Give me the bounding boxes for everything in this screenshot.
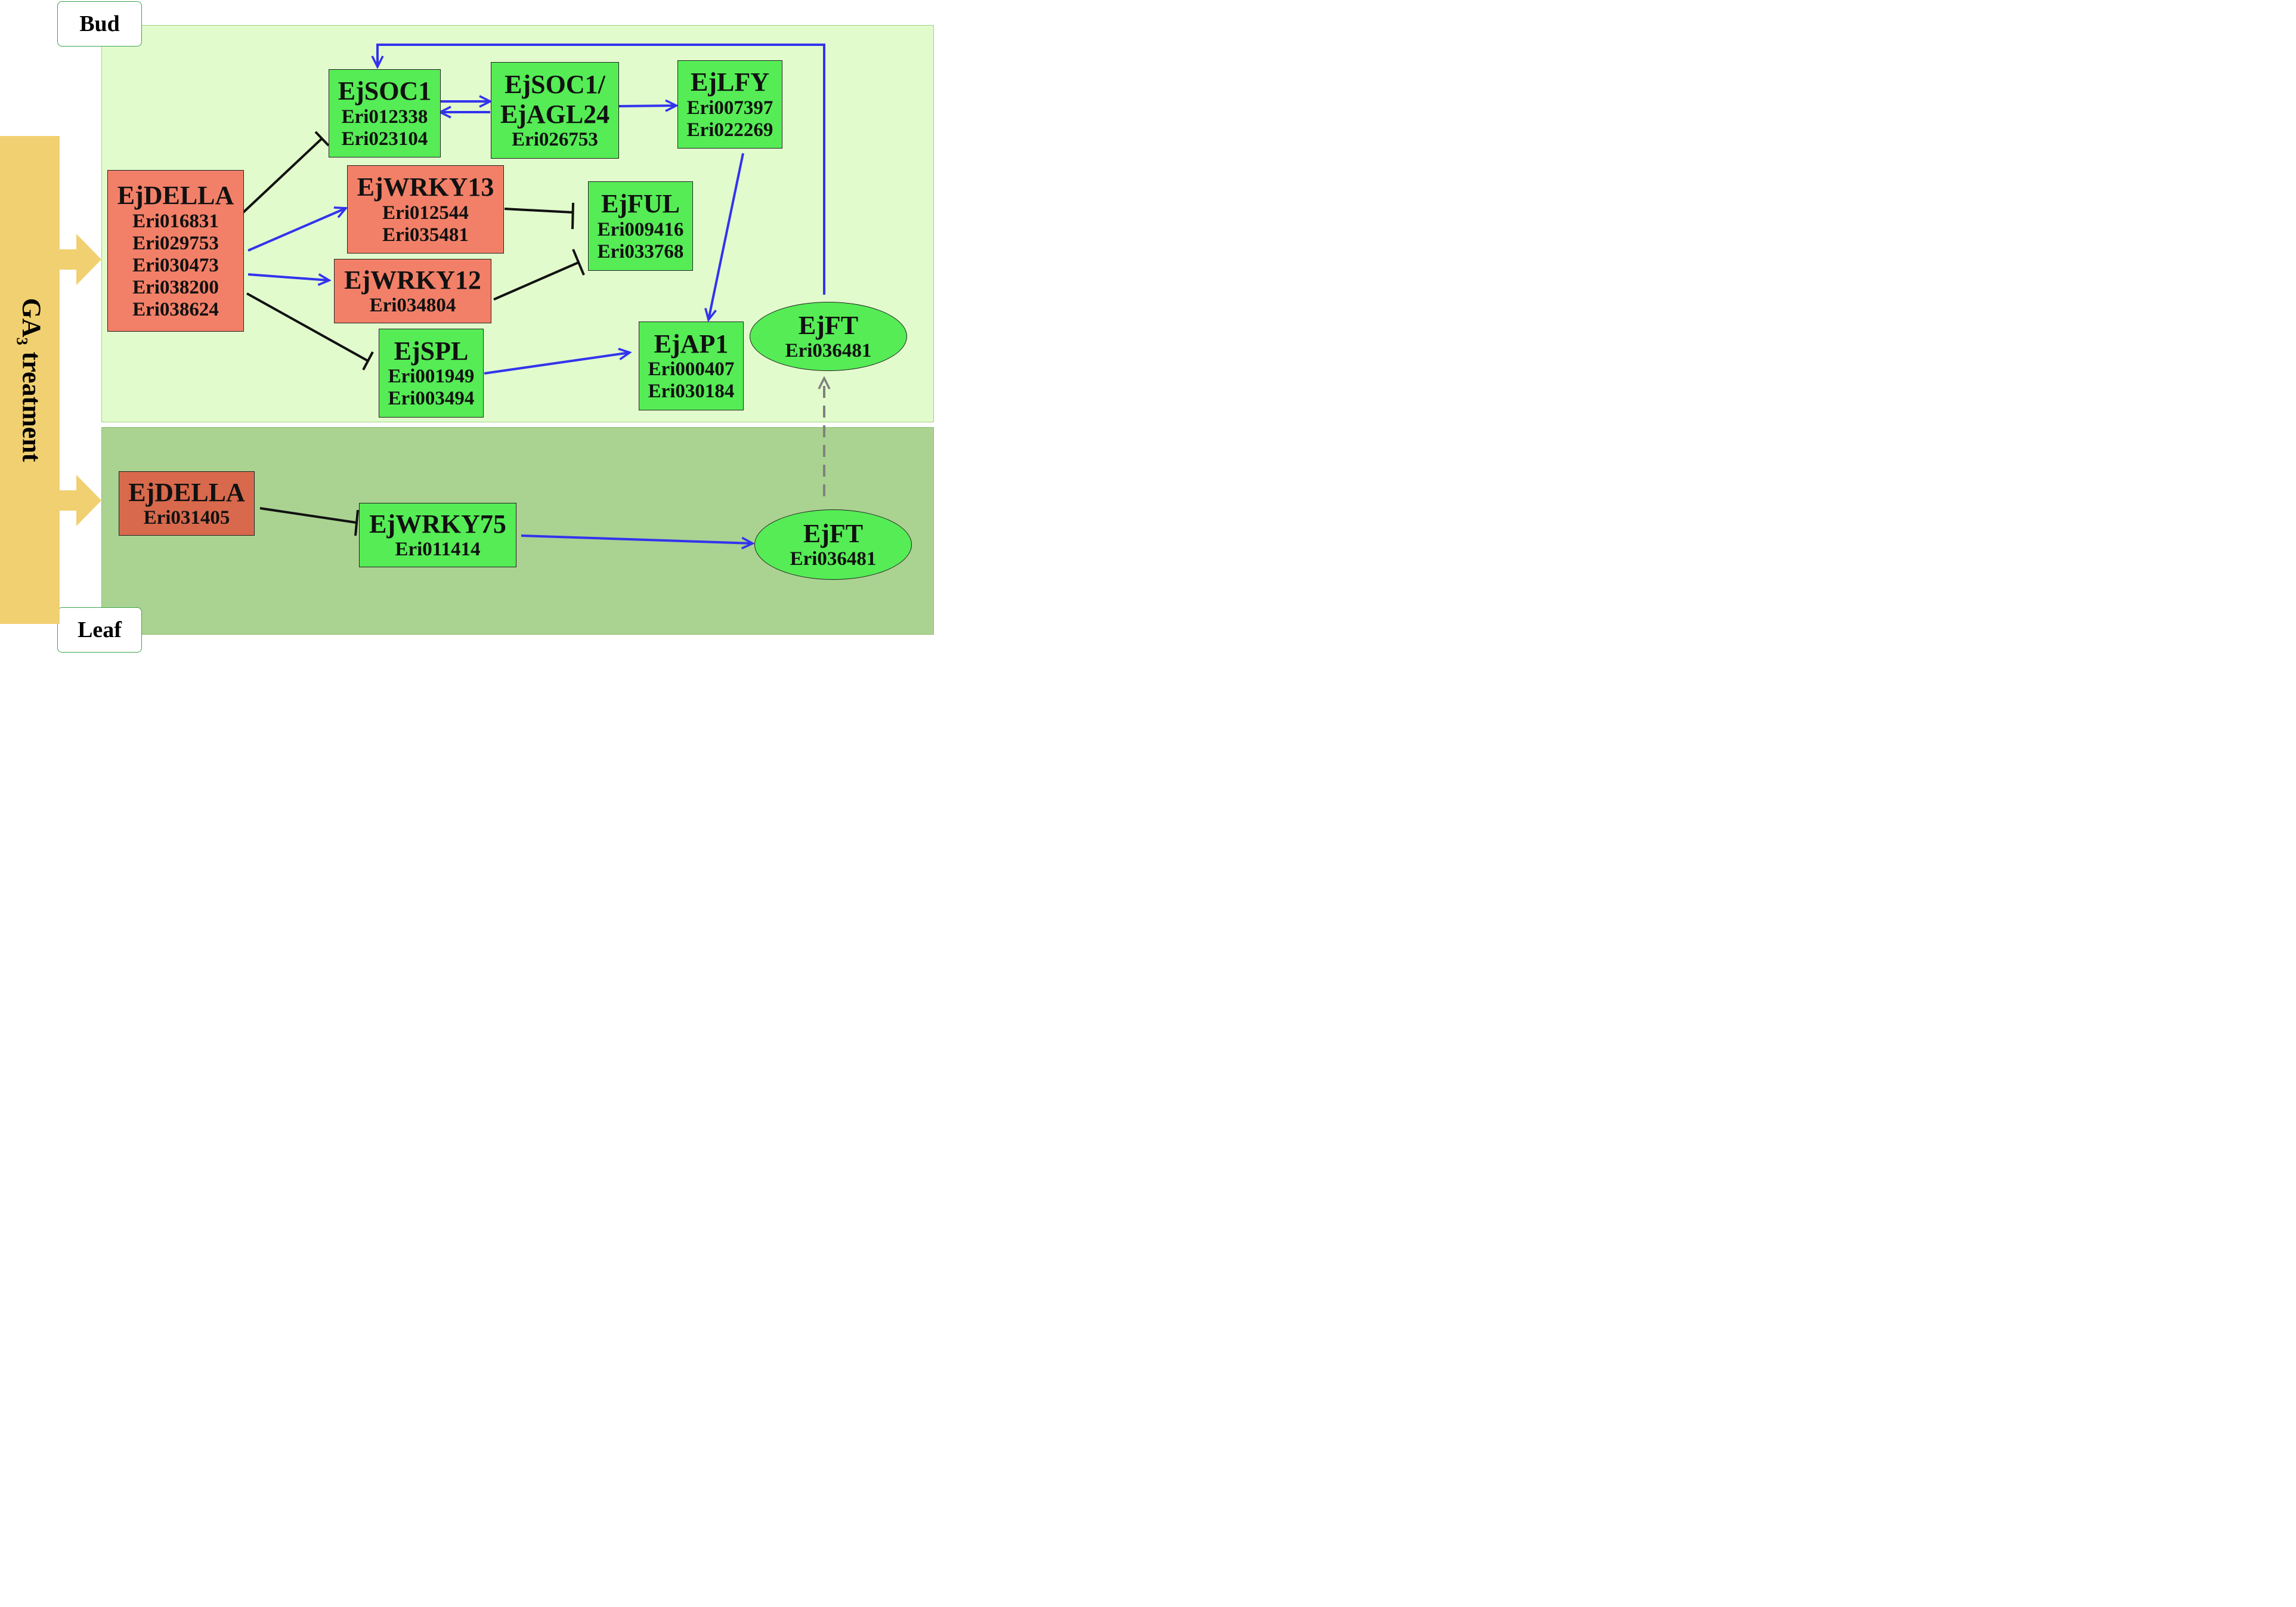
node-leaf-ft: EjFT Eri036481: [754, 509, 912, 580]
node-leaf-della: EjDELLA Eri031405: [119, 471, 255, 536]
bud-region-label: Bud: [57, 1, 142, 47]
node-ap1: EjAP1 Eri000407 Eri030184: [639, 322, 744, 410]
node-lfy: EjLFY Eri007397 Eri022269: [677, 60, 782, 149]
edge-della-soc1-bar: [314, 131, 330, 147]
node-wrky13: EjWRKY13 Eri012544 Eri035481: [347, 165, 504, 254]
edge-ft-soc1: [377, 44, 825, 295]
edge-della-spl: [246, 292, 369, 362]
node-bud-ft: EjFT Eri036481: [750, 302, 907, 371]
edge-della-soc1: [242, 137, 323, 214]
node-wrky12: EjWRKY12 Eri034804: [334, 259, 491, 323]
regulatory-edges: [242, 44, 935, 654]
edge-wrky12-ful: [493, 261, 579, 301]
edge-della-wrky13: [247, 208, 346, 252]
edge-spl-ap1: [484, 353, 630, 375]
edge-della-spl-bar: [362, 351, 374, 370]
node-soc1-agl24: EjSOC1/ EjAGL24 Eri026753: [491, 62, 619, 159]
edge-wrky12-ful-bar: [572, 249, 585, 276]
node-soc1: EjSOC1 Eri012338 Eri023104: [329, 69, 441, 157]
edge-lfy-ap1: [708, 153, 744, 320]
node-bud-della: EjDELLA Eri016831 Eri029753 Eri030473 Er…: [107, 170, 244, 332]
edge-leafdella-wrky75: [259, 507, 357, 524]
edge-wrky13-ful: [504, 208, 573, 214]
node-spl: EjSPL Eri001949 Eri003494: [379, 329, 484, 418]
edge-wrky75-leafft: [521, 534, 753, 543]
edge-della-wrky12: [247, 273, 329, 280]
node-wrky75: EjWRKY75 Eri011414: [359, 503, 516, 567]
ga3-treatment-bar: [0, 136, 60, 624]
leaf-region-label: Leaf: [57, 607, 142, 653]
node-ful: EjFUL Eri009416 Eri033768: [588, 181, 693, 271]
edge-leafdella-wrky75-bar: [354, 509, 359, 536]
